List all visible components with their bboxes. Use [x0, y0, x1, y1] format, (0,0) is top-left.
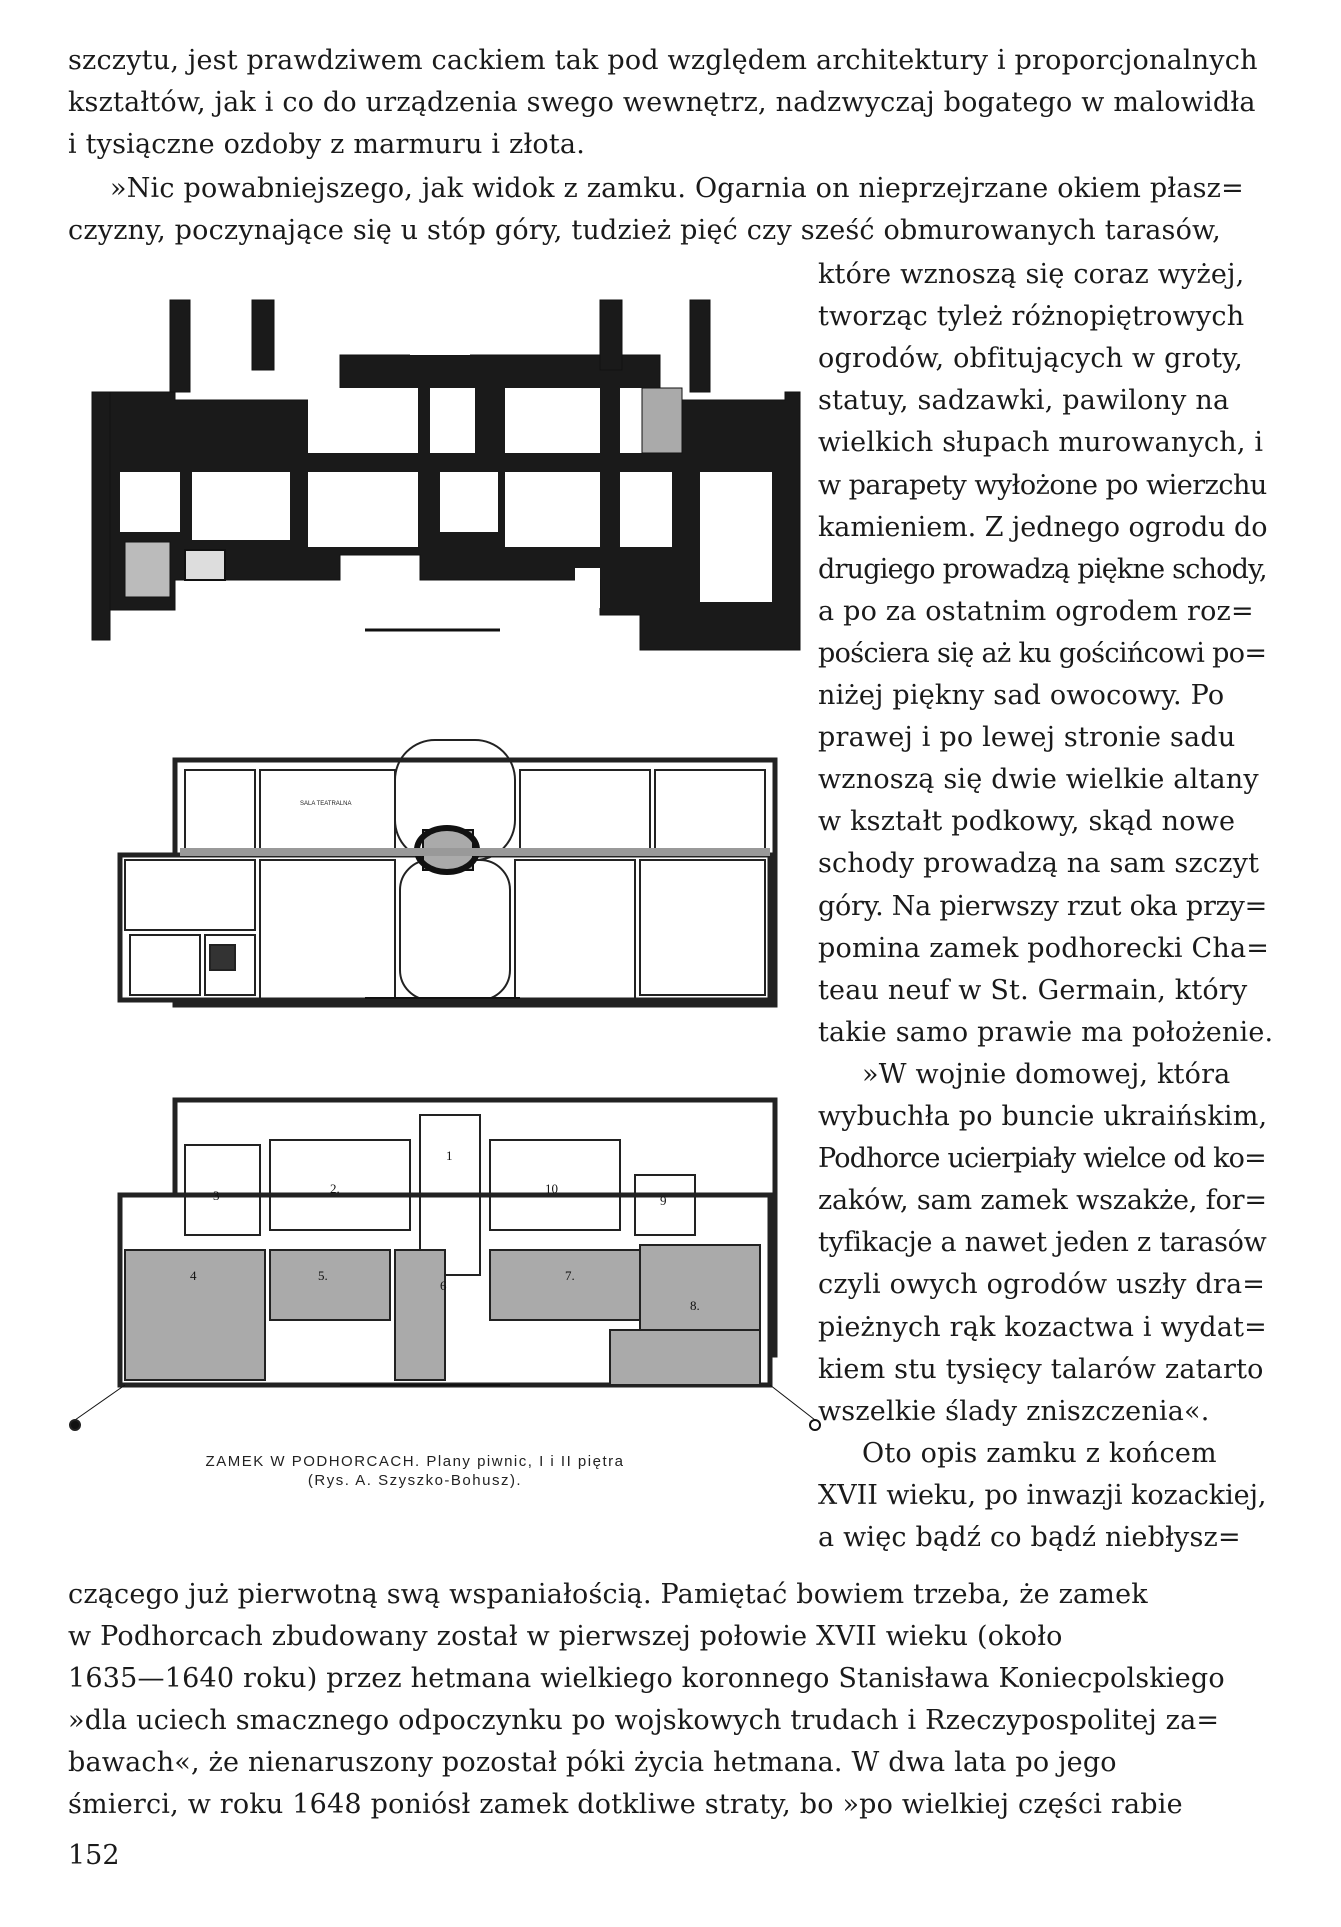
text-line: 1635—1640 roku) przez hetmana wielkiego …: [68, 1662, 1225, 1696]
plan-cellars: [91, 299, 801, 651]
room-label: 9: [660, 1193, 667, 1208]
line-text: śmierci, w roku 1648 poniósł zamek dotkl…: [68, 1789, 1183, 1820]
line-text: czyzny, poczynające się u stóp góry, tud…: [68, 215, 1221, 246]
column-line: w parapety wyłożone po wierzchu: [818, 469, 1267, 501]
plan-second-floor: [69, 1097, 821, 1431]
column-line: pościera się aż ku gościńcowi po=: [818, 637, 1267, 669]
column-line: wielkich słupach murowanych, i: [818, 427, 1264, 459]
column-line: pomina zamek podhorecki Cha=: [818, 932, 1270, 964]
caption-line-1: ZAMEK W PODHORCACH. Plany piwnic, I i II…: [205, 1453, 625, 1470]
column-line: a więc bądź co bądź niebłysz=: [818, 1522, 1241, 1553]
room-label: 3: [213, 1188, 220, 1203]
column-line: teau neuf w St. Germain, który: [818, 974, 1248, 1006]
plan-room-labels: 1 2. 3 4 5. 6 7. 8. 9 10: [190, 1148, 700, 1313]
column-line: w kształt podkowy, skąd nowe: [818, 806, 1236, 838]
column-line: »W wojnie domowej, która: [862, 1058, 1231, 1090]
column-line: takie samo prawie ma położenie.: [818, 1016, 1274, 1048]
room-label: 5.: [318, 1268, 328, 1283]
text-line: w Podhorcach zbudowany został w pierwsze…: [68, 1620, 1063, 1654]
column-line: niżej piękny sad owocowy. Po: [818, 680, 1225, 711]
column-line: tyfikacje a nawet jeden z tarasów: [818, 1227, 1267, 1259]
column-line: Oto opis zamku z końcem: [862, 1437, 1217, 1469]
label-sala-teatralna: SALA TEATRALNA: [300, 801, 351, 807]
column-line: Podhorce ucierpiały wielce od ko=: [818, 1143, 1267, 1175]
page-number: 152: [68, 1840, 120, 1871]
column-line: ogrodów, obfitujących w groty,: [818, 343, 1243, 375]
text-line: »dla uciech smacznego odpoczynku po wojs…: [68, 1704, 1219, 1738]
column-line: wznoszą się dwie wielkie altany: [818, 764, 1259, 796]
line-text: bawach«, że nienaruszony pozostał póki ż…: [68, 1747, 1117, 1778]
text-line: »Nic powabniejszego, jak widok z zamku. …: [110, 172, 1244, 206]
text-line: śmierci, w roku 1648 poniósł zamek dotkl…: [68, 1788, 1183, 1822]
text-line: bawach«, że nienaruszony pozostał póki ż…: [68, 1746, 1117, 1780]
column-line: kamieniem. Z jednego ogrodu do: [818, 511, 1268, 543]
room-label: 10: [545, 1181, 558, 1196]
line-text: w Podhorcach zbudowany został w pierwsze…: [68, 1621, 1063, 1652]
room-label: 4: [190, 1268, 197, 1283]
line-text: kształtów, jak i co do urządzenia swego …: [68, 87, 1256, 118]
column-line: góry. Na pierwszy rzut oka przy=: [818, 890, 1267, 922]
column-line: kiem stu tysięcy talarów zatarto: [818, 1353, 1264, 1385]
column-line: czyli owych ogrodów uszły dra=: [818, 1269, 1266, 1301]
plan-first-floor: SALA TEATRALNA: [117, 739, 778, 1008]
column-line: schody prowadzą na sam szczyt: [818, 848, 1260, 880]
caption-line-2: (Rys. A. Szyszko-Bohusz).: [307, 1472, 523, 1489]
room-label: 7.: [565, 1268, 575, 1283]
line-text: »dla uciech smacznego odpoczynku po wojs…: [68, 1705, 1220, 1736]
column-line: pieżnych rąk kozactwa i wydat=: [818, 1311, 1267, 1343]
column-line: wszelkie ślady zniszczenia«.: [818, 1395, 1210, 1427]
text-line: czyzny, poczynające się u stóp góry, tud…: [68, 214, 1221, 248]
text-line: kształtów, jak i co do urządzenia swego …: [68, 86, 1256, 120]
column-line: zaków, sam zamek wszakże, for=: [818, 1185, 1267, 1217]
column-line: statuy, sadzawki, pawilony na: [818, 385, 1230, 417]
line-text: »Nic powabniejszego, jak widok z zamku. …: [110, 173, 1244, 204]
text-line: i tysiączne ozdoby z marmuru i złota.: [68, 128, 585, 162]
column-line: drugiego prowadzą piękne schody,: [818, 553, 1268, 585]
line-text: i tysiączne ozdoby z marmuru i złota.: [68, 129, 586, 160]
line-text: czącego już pierwotną swą wspaniałością.…: [68, 1579, 1148, 1610]
room-label: 8.: [690, 1298, 700, 1313]
column-line: wybuchła po buncie ukraińskim,: [818, 1101, 1268, 1132]
text-line: szczytu, jest prawdziwem cackiem tak pod…: [68, 44, 1273, 78]
line-text: szczytu, jest prawdziwem cackiem tak pod…: [68, 45, 1258, 76]
column-line: prawej i po lewej stronie sadu: [818, 722, 1236, 754]
room-label: 1: [446, 1148, 453, 1163]
room-label: 2.: [330, 1181, 340, 1196]
room-label: 6: [440, 1278, 447, 1293]
figure-caption: ZAMEK W PODHORCACH. Plany piwnic, I i II…: [120, 1453, 710, 1489]
column-line: a po za ostatnim ogrodem roz=: [818, 595, 1254, 627]
text-line: czącego już pierwotną swą wspaniałością.…: [68, 1578, 1148, 1612]
column-line: XVII wieku, po inwazji kozackiej,: [818, 1479, 1267, 1511]
column-line: które wznoszą się coraz wyżej,: [818, 259, 1245, 290]
column-line: tworząc tyleż różnopiętrowych: [818, 301, 1245, 333]
line-text: 1635—1640 roku) przez hetmana wielkiego …: [68, 1663, 1225, 1694]
